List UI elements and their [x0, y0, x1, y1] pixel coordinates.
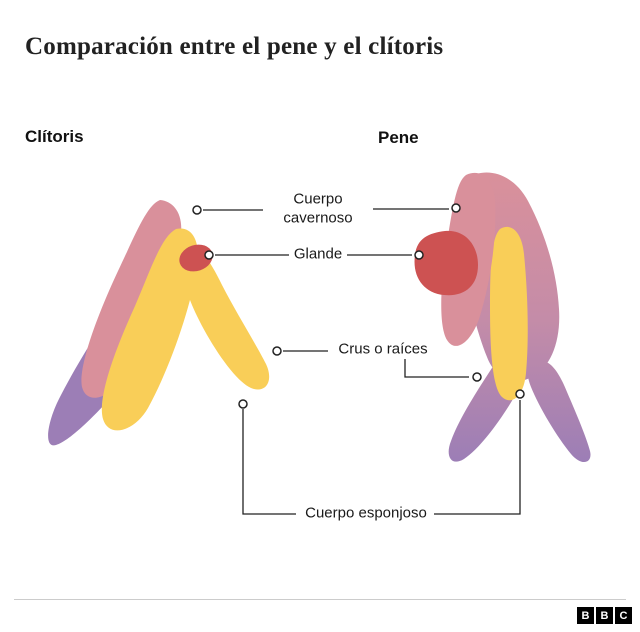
callout-cuerpo-esponjoso: Cuerpo esponjoso [305, 504, 427, 522]
penis-corpus-spongiosum-yellow-shape [490, 226, 528, 401]
bbc-logo-block-c: C [615, 607, 632, 624]
callout-crus: Crus o raíces [338, 340, 428, 358]
callout-markers [192, 203, 525, 409]
penis-glans-shape [414, 230, 478, 296]
callout-cuerpo-cavernoso: Cuerpo cavernoso [283, 190, 353, 226]
footer-divider [14, 599, 626, 600]
glande-left-marker [204, 250, 214, 260]
crus-right-marker [472, 372, 482, 382]
esponjoso-left-marker [238, 399, 248, 409]
penis-figure-label: Pene [378, 128, 419, 147]
crus-left-marker [272, 346, 282, 356]
bbc-logo-block-b2: B [596, 607, 613, 624]
cavernoso-left-marker [192, 205, 202, 215]
crus-right-line [404, 359, 469, 378]
clitoris-bulb-yellow-shape [101, 228, 199, 431]
clitoris-figure-label: Clítoris [25, 127, 84, 146]
bbc-logo: B B C [577, 607, 632, 624]
cavernoso-right-marker [451, 203, 461, 213]
page-title: Comparación entre el pene y el clítoris [25, 33, 444, 60]
clitoris-crus-yellow-shape [180, 244, 270, 390]
callout-lines [203, 208, 521, 515]
penis-right-crus-shape [527, 361, 591, 463]
esponjoso-left-line [242, 409, 296, 515]
clitoris-corpus-cavernosum-shape [81, 200, 182, 398]
callout-glande: Glande [293, 245, 343, 263]
esponjoso-right-marker [515, 389, 525, 399]
glande-right-marker [414, 250, 424, 260]
clitoris-glans-shape [179, 244, 213, 272]
bbc-logo-block-b1: B [577, 607, 594, 624]
esponjoso-right-line [434, 400, 521, 515]
